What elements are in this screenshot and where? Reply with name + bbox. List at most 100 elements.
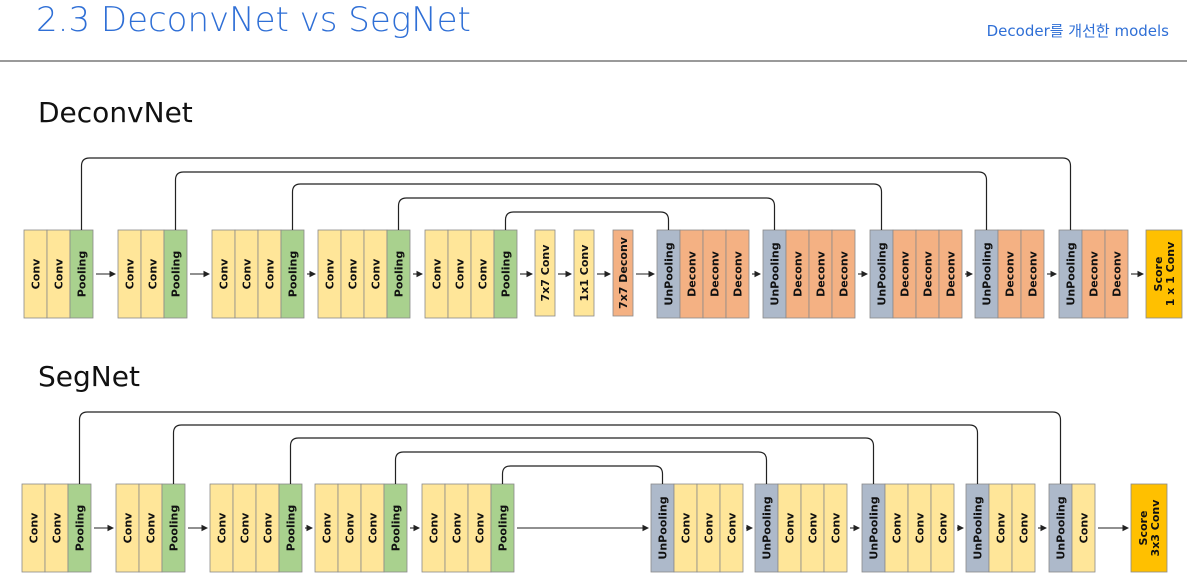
skip-connection [394,451,768,484]
pooling-label: Pooling [287,251,300,297]
conv-label: Conv [830,512,843,543]
segnet-block-6: UnPooling Conv Conv Conv [650,483,744,573]
conv-label: Conv [122,512,135,543]
segnet-block-11: Score3x3 Conv [1130,483,1168,573]
pooling-label: Pooling [497,505,510,551]
conv-label: Conv [347,258,360,289]
deconv-label: Deconv [792,250,805,297]
conv-label: Conv [937,512,950,543]
pooling-label: Pooling [170,251,183,297]
skip-connection [289,437,875,484]
conv-label: Conv [431,258,444,289]
deconv-label: Deconv [1111,250,1124,297]
deconv-layer [938,229,963,319]
conv-label: Conv [914,512,927,543]
pooling-label: Pooling [500,251,513,297]
pooling-label: Pooling [76,251,89,297]
conv-label: Conv [28,512,41,543]
unpooling-label: UnPooling [868,496,881,559]
unpooling-label: UnPooling [1065,242,1078,305]
unpooling-label: UnPooling [1055,496,1068,559]
conv-layer [930,483,955,573]
conv-label: Conv [891,512,904,543]
conv-label: Conv [454,258,467,289]
conv-label: Conv [124,258,137,289]
deconv-label: Deconv [1088,250,1101,297]
score-1-x-1-conv-label: Score1 x 1 Conv [1152,241,1177,306]
unpooling-label: UnPooling [769,242,782,305]
conv-label: Conv [216,512,229,543]
skip-connection [172,424,979,484]
score-3x3-conv-layer [1130,483,1168,573]
skip-connection [174,171,988,230]
deconvnet-block-7: 1x1 Conv [573,229,595,317]
conv-layer [1071,483,1096,573]
deconvnet-heading: DeconvNet [38,96,193,129]
7x7-deconv-layer [612,229,634,317]
7x7-conv-layer [534,229,556,317]
conv-label: Conv [995,512,1008,543]
unpooling-label: UnPooling [876,242,889,305]
conv-label: Conv [218,258,231,289]
conv-label: Conv [367,512,380,543]
skip-connection [78,411,1062,484]
score-3x3-conv-label: Score3x3 Conv [1137,499,1162,557]
deconv-label: Deconv [709,250,722,297]
deconv-layer [725,229,750,319]
deconv-layer [831,229,856,319]
1x1-conv-label: 1x1 Conv [578,244,591,302]
score-1-x-1-conv-layer [1145,229,1183,319]
conv-label: Conv [53,258,66,289]
conv-label: Conv [451,512,464,543]
deconv-label: Deconv [732,250,745,297]
conv-label: Conv [428,512,441,543]
deconvnet-block-8: 7x7 Deconv [612,229,634,317]
1x1-conv-layer [573,229,595,317]
conv-label: Conv [30,258,43,289]
conv-label: Conv [324,258,337,289]
unpooling-label: UnPooling [657,496,670,559]
section-title: DeconvNet vs SegNet [100,0,471,40]
conv-label: Conv [784,512,797,543]
conv-label: Conv [262,512,275,543]
segnet-block-10: UnPooling Conv [1048,483,1096,573]
conv-label: Conv [239,512,252,543]
deconv-label: Deconv [1027,250,1040,297]
conv-label: Conv [1078,512,1091,543]
segnet-block-7: UnPooling Conv Conv Conv [754,483,848,573]
skip-connection [291,183,883,230]
conv-layer [823,483,848,573]
page-title: 2.3 DeconvNet vs SegNet [36,0,471,40]
deconv-layer [1104,229,1129,319]
conv-label: Conv [703,512,716,543]
conv-label: Conv [680,512,693,543]
conv-layer [719,483,744,573]
unpooling-label: UnPooling [972,496,985,559]
unpooling-label: UnPooling [761,496,774,559]
skip-connection [504,211,670,230]
conv-layer [1011,483,1036,573]
7x7-deconv-label: 7x7 Deconv [617,236,630,309]
header-divider [0,60,1187,62]
conv-label: Conv [477,258,490,289]
section-number: 2.3 [36,0,91,40]
conv-label: Conv [370,258,383,289]
conv-label: Conv [344,512,357,543]
segnet-heading: SegNet [38,360,140,393]
conv-label: Conv [726,512,739,543]
skip-connection [80,157,1072,230]
conv-label: Conv [807,512,820,543]
conv-label: Conv [145,512,158,543]
